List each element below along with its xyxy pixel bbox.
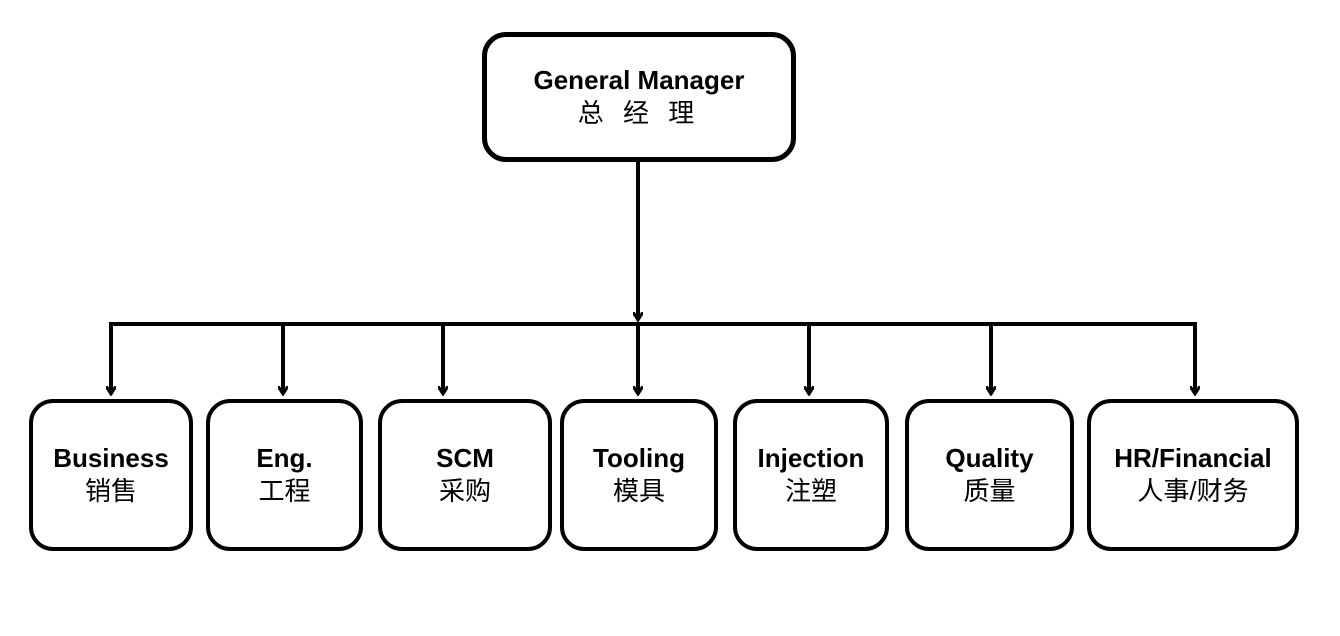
dept-box-business: Business 销售 <box>29 399 193 551</box>
dept-label-zh: 人事/财务 <box>1137 476 1249 506</box>
dept-box-injection: Injection 注塑 <box>733 399 889 551</box>
dept-label-en: HR/Financial <box>1114 443 1272 473</box>
dept-box-tooling: Tooling 模具 <box>560 399 718 551</box>
dept-box-eng: Eng. 工程 <box>206 399 363 551</box>
dept-box-scm: SCM 采购 <box>378 399 552 551</box>
dept-label-zh: 工程 <box>258 476 311 506</box>
dept-label-en: Business <box>53 443 169 473</box>
dept-box-hr-financial: HR/Financial 人事/财务 <box>1087 399 1299 551</box>
dept-label-en: SCM <box>436 443 494 473</box>
dept-label-en: Quality <box>945 443 1034 473</box>
general-manager-box: General Manager 总 经 理 <box>482 32 796 162</box>
general-manager-label-zh: 总 经 理 <box>577 98 701 128</box>
dept-label-zh: 销售 <box>84 476 137 506</box>
dept-label-zh: 注塑 <box>784 476 837 506</box>
dept-label-zh: 采购 <box>438 476 491 506</box>
dept-box-quality: Quality 质量 <box>905 399 1074 551</box>
dept-label-zh: 模具 <box>612 476 665 506</box>
dept-label-en: Tooling <box>593 443 685 473</box>
dept-label-zh: 质量 <box>963 476 1016 506</box>
dept-label-en: Injection <box>757 443 865 473</box>
general-manager-label-en: General Manager <box>533 65 745 95</box>
dept-label-en: Eng. <box>256 443 313 473</box>
